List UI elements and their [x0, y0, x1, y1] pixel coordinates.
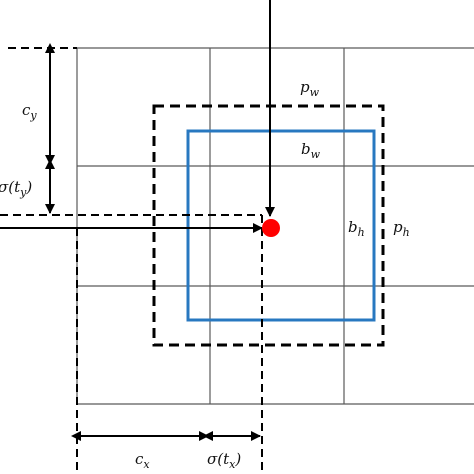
- label-ph: ph: [393, 218, 410, 239]
- guide-lines: [0, 47, 263, 474]
- label-bw: bw: [301, 140, 321, 161]
- label-cy: cy: [22, 101, 37, 122]
- label-sigma-tx: σ(tx): [207, 450, 241, 471]
- prior-anchor-box: [152, 104, 385, 347]
- label-pw: pw: [300, 78, 320, 99]
- label-sigma-ty: σ(ty): [0, 178, 32, 199]
- center-point: [262, 219, 280, 237]
- label-bh: bh: [348, 218, 365, 239]
- predicted-bounding-box: [186, 129, 376, 322]
- label-cx: cx: [135, 450, 150, 471]
